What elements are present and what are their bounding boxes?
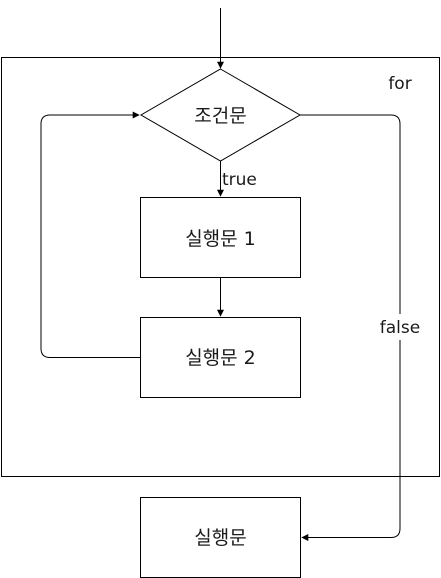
true-label: true: [222, 170, 257, 190]
condition-label: 조건문: [194, 105, 246, 127]
statement-2-label: 실행문 2: [185, 347, 256, 369]
final-statement-label: 실행문: [194, 527, 246, 549]
statement-1-label: 실행문 1: [185, 228, 256, 250]
false-label-background: [378, 314, 422, 340]
false-label: false: [380, 318, 420, 338]
final-statement-box: [140, 497, 301, 578]
statement-2-box: [140, 317, 301, 398]
statement-1-box: [140, 197, 301, 278]
loop-back-arrow: [40, 111, 141, 358]
for-label: for: [388, 74, 411, 94]
